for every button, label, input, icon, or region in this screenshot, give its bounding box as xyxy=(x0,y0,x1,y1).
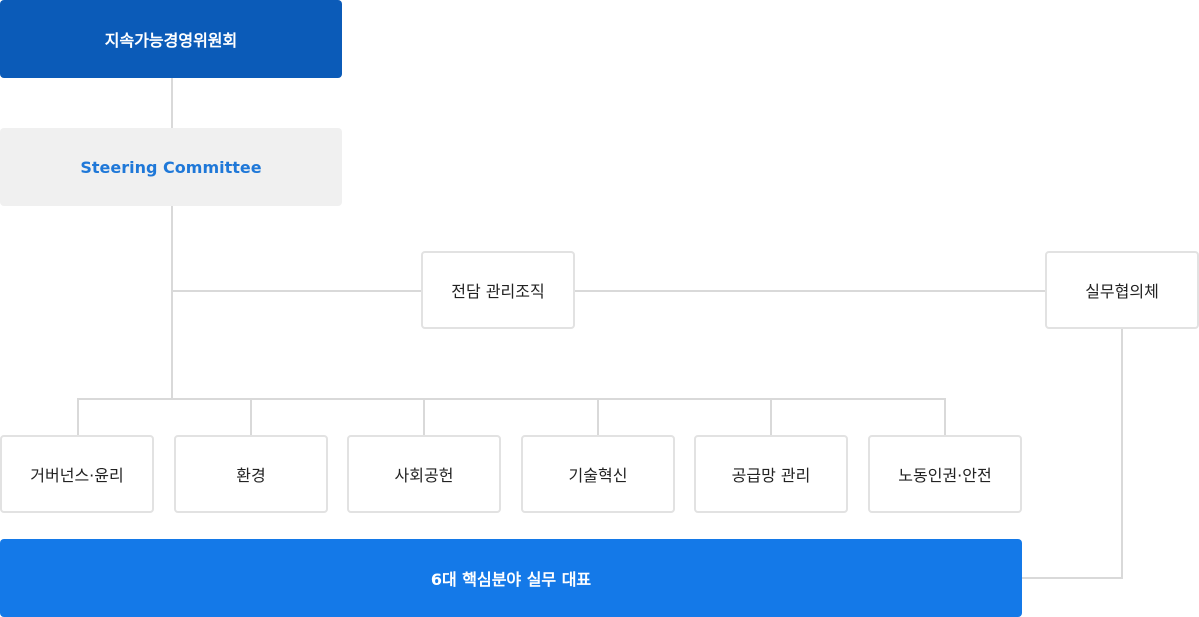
connector-area-3 xyxy=(423,398,425,436)
connector-working-to-representatives xyxy=(1022,577,1123,579)
working-group-label: 실무협의체 xyxy=(1085,282,1159,301)
connector-area-1 xyxy=(77,398,79,436)
representatives-box: 6대 핵심분야 실무 대표 xyxy=(0,539,1022,617)
connector-areas-bus xyxy=(77,398,946,400)
connector-steering-trunk xyxy=(171,206,173,399)
area-box-social: 사회공헌 xyxy=(347,435,501,513)
connector-dedicated-working xyxy=(574,290,1046,292)
connector-area-5 xyxy=(770,398,772,436)
steering-committee-box: Steering Committee xyxy=(0,128,342,206)
area-label: 노동인권·안전 xyxy=(898,466,992,485)
area-label: 환경 xyxy=(236,466,266,485)
connector-working-down xyxy=(1121,328,1123,579)
area-label: 사회공헌 xyxy=(394,466,454,485)
sustainability-committee-label: 지속가능경영위원회 xyxy=(104,31,238,50)
area-box-innovation: 기술혁신 xyxy=(521,435,675,513)
working-group-box: 실무협의체 xyxy=(1045,251,1199,329)
steering-committee-label: Steering Committee xyxy=(80,157,262,177)
connector-area-2 xyxy=(250,398,252,436)
connector-horizontal-dedicated xyxy=(171,290,422,292)
area-box-supply-chain: 공급망 관리 xyxy=(694,435,848,513)
area-label: 공급망 관리 xyxy=(731,466,811,485)
area-box-governance: 거버넌스·윤리 xyxy=(0,435,154,513)
area-box-labor-safety: 노동인권·안전 xyxy=(868,435,1022,513)
connector-area-6 xyxy=(944,398,946,436)
dedicated-organization-box: 전담 관리조직 xyxy=(421,251,575,329)
area-label: 거버넌스·윤리 xyxy=(30,466,124,485)
representatives-label: 6대 핵심분야 실무 대표 xyxy=(430,570,592,589)
connector-committee-steering xyxy=(171,78,173,128)
sustainability-committee-box: 지속가능경영위원회 xyxy=(0,0,342,78)
connector-area-4 xyxy=(597,398,599,436)
dedicated-organization-label: 전담 관리조직 xyxy=(451,282,545,301)
area-label: 기술혁신 xyxy=(568,466,628,485)
area-box-environment: 환경 xyxy=(174,435,328,513)
